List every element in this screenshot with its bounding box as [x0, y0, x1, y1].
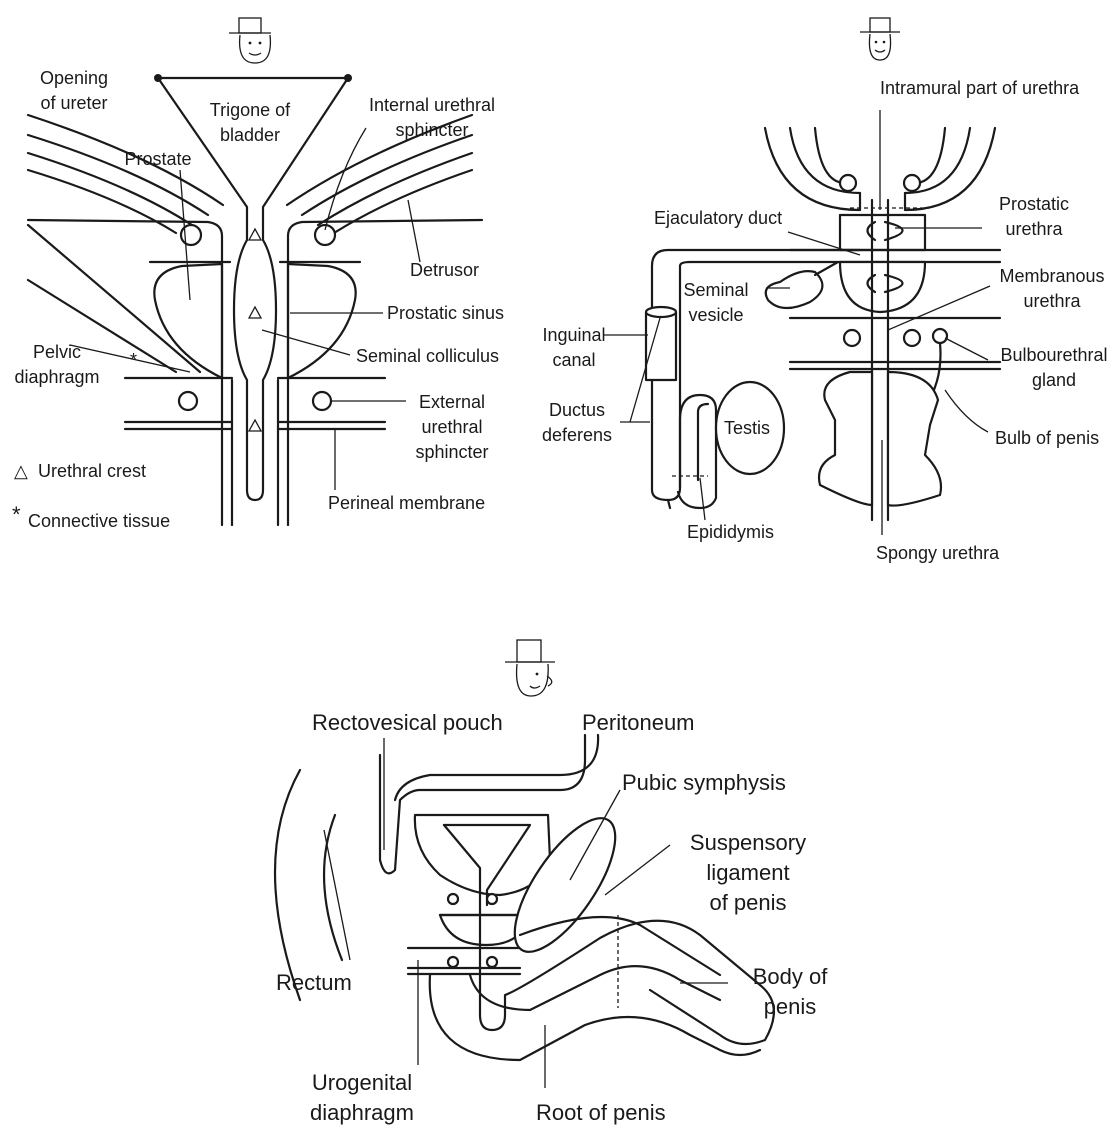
external-sphincter-right — [311, 390, 333, 412]
label-internal-urethral-sphincter: Internal urethral sphincter — [368, 95, 496, 140]
label-membranous-urethra: Membranous urethra — [999, 266, 1105, 311]
label-testis: Testis — [724, 418, 771, 438]
label-external-urethral-sphincter: External urethral sphincter — [415, 392, 489, 462]
detrusor-arcs-right — [285, 113, 474, 235]
trigone-of-bladder-shape — [154, 74, 352, 502]
prostate-lower-b — [838, 260, 927, 314]
label-urogenital-diaphragm: Urogenital diaphragm — [310, 1070, 414, 1125]
detrusor-arcs-left — [26, 113, 225, 235]
label-urethral-crest: Urethral crest — [38, 461, 147, 481]
label-intramural-part-of-urethra: Intramural part of urethra — [880, 78, 1080, 98]
label-prostate: Prostate — [124, 149, 192, 169]
label-connective-tissue: Connective tissue — [28, 511, 171, 531]
connective-tissue-legend-asterisk: * — [12, 502, 21, 527]
label-root-of-penis: Root of penis — [536, 1100, 666, 1125]
ductus-deferens-shape — [650, 248, 862, 510]
inguinal-canal-shape — [644, 305, 678, 382]
label-prostatic-sinus: Prostatic sinus — [387, 303, 505, 323]
panel-a-drawing — [26, 17, 484, 527]
seminal-vesicle-shape — [764, 270, 824, 310]
internal-sphincter-right — [313, 223, 337, 247]
viewer-icon-front-b — [860, 17, 900, 61]
label-seminal-vesicle: Seminal vesicle — [683, 280, 749, 325]
connective-tissue-asterisk: * — [130, 350, 138, 370]
rectum-shape — [273, 733, 587, 1002]
testis-shape — [714, 380, 786, 476]
prostate-left-lobe — [153, 262, 224, 380]
prostate-b — [838, 213, 927, 252]
label-bulb-of-penis: Bulb of penis — [995, 428, 1100, 448]
bladder-arcs-b — [763, 126, 997, 212]
urethral-crest-triangle-icon: △ — [14, 461, 28, 481]
label-rectovesical-pouch: Rectovesical pouch — [312, 710, 503, 735]
label-detrusor: Detrusor — [410, 260, 480, 280]
panel-b-drawing — [604, 17, 1002, 535]
viewer-icon-front-a — [229, 17, 272, 64]
panel-c-leaders — [323, 738, 728, 1088]
panel-b-leaders — [604, 227, 991, 535]
label-trigone-of-bladder: Trigone of bladder — [209, 100, 291, 145]
label-pubic-symphysis: Pubic symphysis — [622, 770, 786, 795]
label-spongy-urethra: Spongy urethra — [876, 543, 1000, 563]
label-body-of-penis: Body of penis — [752, 964, 828, 1019]
label-seminal-colliculus: Seminal colliculus — [356, 346, 500, 366]
label-ductus-deferens: Ductus deferens — [541, 400, 613, 445]
pubic-symphysis-shape — [513, 817, 617, 953]
label-prostatic-urethra: Prostatic urethra — [998, 194, 1070, 239]
label-suspensory-ligament-of-penis: Suspensory ligament of penis — [689, 830, 807, 915]
prostate-right-lobe — [286, 262, 357, 380]
bulb-of-penis-shape — [817, 370, 874, 507]
panel-c-drawing — [273, 639, 775, 1088]
label-peritoneum: Peritoneum — [582, 710, 695, 735]
label-bulbourethral-gland: Bulbourethral gland — [1000, 345, 1108, 390]
urethral-crest-markers — [247, 227, 263, 432]
panel-a-leaders — [69, 127, 421, 490]
label-opening-of-ureter: Opening of ureter — [39, 68, 109, 113]
label-ejaculatory-duct: Ejaculatory duct — [654, 208, 783, 228]
external-sphincter-left — [177, 390, 199, 412]
viewer-icon-side-c — [505, 639, 555, 697]
label-inguinal-canal: Inguinal canal — [542, 325, 606, 370]
label-perineal-membrane: Perineal membrane — [328, 493, 486, 513]
label-rectum: Rectum — [276, 970, 352, 995]
label-epididymis: Epididymis — [687, 522, 775, 542]
bulbourethral-gland-shape — [931, 327, 949, 345]
label-pelvic-diaphragm: Pelvic diaphragm — [14, 342, 100, 387]
